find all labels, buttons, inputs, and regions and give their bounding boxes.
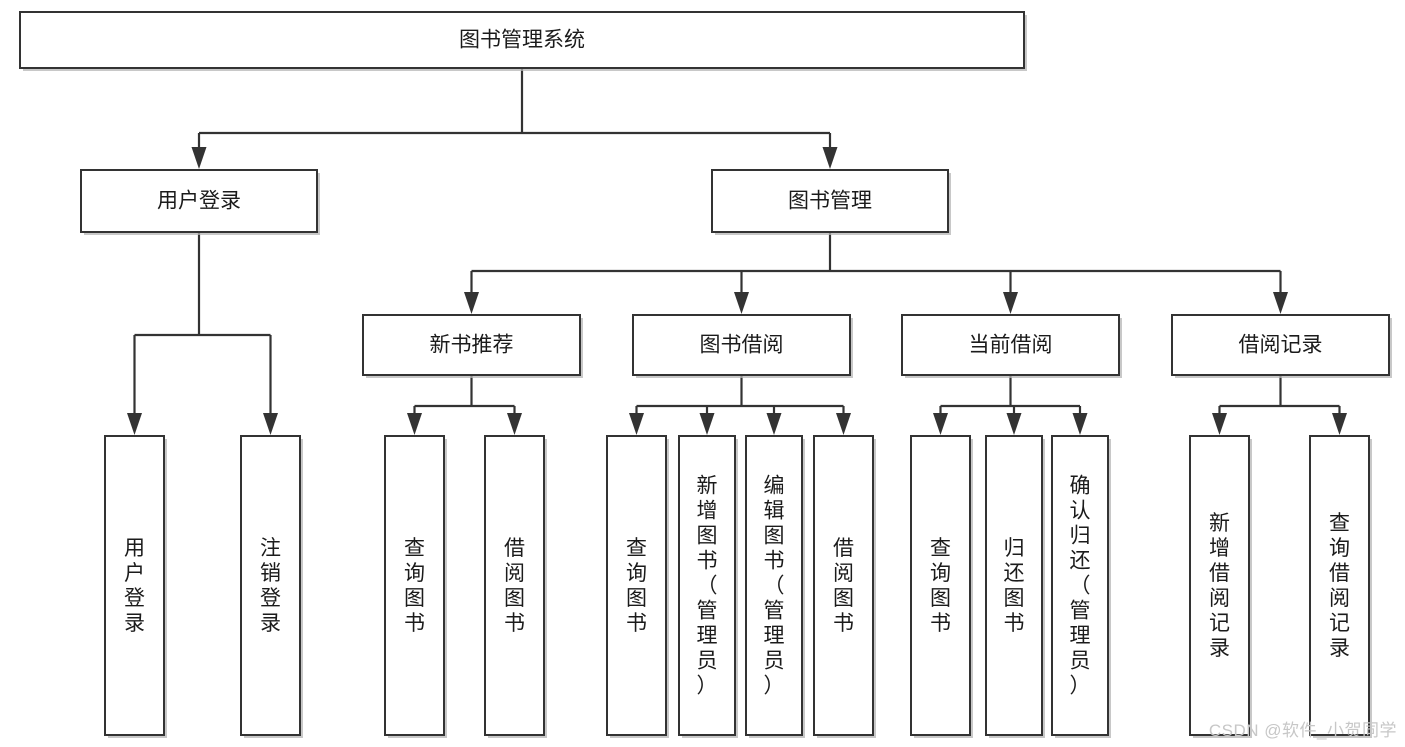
node-leaf-4[interactable]: 借阅图书 <box>484 435 547 738</box>
node-box <box>104 435 165 736</box>
arrow-head <box>507 413 522 435</box>
node-box <box>240 435 301 736</box>
node-newbook[interactable]: 新书推荐 <box>362 314 583 378</box>
node-login[interactable]: 用户登录 <box>80 169 320 235</box>
node-label: 图书管理 <box>788 190 872 213</box>
node-box <box>1171 314 1390 376</box>
arrow-head <box>127 413 142 435</box>
node-label: 借阅图书 <box>504 537 525 635</box>
node-leaf-3[interactable]: 查询图书 <box>384 435 447 738</box>
node-label: 图书管理系统 <box>459 29 585 52</box>
node-label: 当前借阅 <box>969 334 1053 357</box>
arrow-head <box>699 413 715 435</box>
node-box <box>901 314 1120 376</box>
node-root[interactable]: 图书管理系统 <box>19 11 1027 71</box>
node-box <box>711 169 949 233</box>
node-label: 借阅记录 <box>1239 334 1323 357</box>
node-box <box>484 435 545 736</box>
node-current[interactable]: 当前借阅 <box>901 314 1122 378</box>
node-box <box>80 169 318 233</box>
node-label: 编辑图书（管理员） <box>764 475 785 698</box>
node-label: 查询图书 <box>404 537 425 635</box>
node-label: 新增借阅记录 <box>1209 512 1230 660</box>
node-box <box>1051 435 1109 736</box>
arrow-head <box>407 413 422 435</box>
node-label: 新增图书（管理员） <box>697 475 718 698</box>
node-label: 用户登录 <box>157 190 241 213</box>
node-box <box>813 435 874 736</box>
node-leaf-1[interactable]: 用户登录 <box>104 435 167 738</box>
csdn-watermark: CSDN @软件_小贺同学 <box>1208 721 1397 740</box>
node-label: 查询图书 <box>626 537 647 635</box>
node-leaf-10[interactable]: 归还图书 <box>985 435 1045 738</box>
node-record[interactable]: 借阅记录 <box>1171 314 1392 378</box>
node-leaf-7[interactable]: 编辑图书（管理员） <box>745 435 805 738</box>
node-leaf-5[interactable]: 查询图书 <box>606 435 669 738</box>
node-box <box>19 11 1025 69</box>
node-bookmgmt[interactable]: 图书管理 <box>711 169 951 235</box>
arrow-head <box>1273 292 1288 314</box>
arrow-head <box>1072 413 1088 435</box>
arrow-head <box>629 413 644 435</box>
arrow-head <box>464 292 479 314</box>
node-box <box>632 314 851 376</box>
node-box <box>1189 435 1250 736</box>
arrow-head <box>1006 413 1022 435</box>
node-leaf-13[interactable]: 查询借阅记录 <box>1309 435 1372 738</box>
arrow-head <box>734 292 749 314</box>
node-label: 借阅图书 <box>833 537 854 635</box>
node-box <box>678 435 736 736</box>
arrow-head <box>1332 413 1347 435</box>
arrow-head <box>822 147 838 169</box>
node-label: 注销登录 <box>260 537 281 635</box>
node-box <box>985 435 1043 736</box>
node-box <box>910 435 971 736</box>
node-leaf-8[interactable]: 借阅图书 <box>813 435 876 738</box>
connector-layer <box>127 68 1347 435</box>
node-box <box>1309 435 1370 736</box>
arrow-head <box>1212 413 1227 435</box>
node-label: 归还图书 <box>1004 537 1025 635</box>
arrow-head <box>766 413 782 435</box>
node-box <box>745 435 803 736</box>
node-leaf-9[interactable]: 查询图书 <box>910 435 973 738</box>
node-leaf-2[interactable]: 注销登录 <box>240 435 303 738</box>
arrow-head <box>836 413 851 435</box>
node-leaf-12[interactable]: 新增借阅记录 <box>1189 435 1252 738</box>
node-label: 图书借阅 <box>700 334 784 357</box>
arrow-head <box>191 147 207 169</box>
node-label: 查询图书 <box>930 537 951 635</box>
node-leaf-6[interactable]: 新增图书（管理员） <box>678 435 738 738</box>
node-box <box>362 314 581 376</box>
node-leaf-11[interactable]: 确认归还（管理员） <box>1051 435 1111 738</box>
node-label: 查询借阅记录 <box>1329 512 1350 660</box>
node-borrow[interactable]: 图书借阅 <box>632 314 853 378</box>
arrow-head <box>1003 292 1018 314</box>
node-label: 新书推荐 <box>430 334 514 357</box>
node-box <box>384 435 445 736</box>
node-box <box>606 435 667 736</box>
node-label: 确认归还（管理员） <box>1070 475 1091 698</box>
node-layer: 图书管理系统用户登录图书管理新书推荐图书借阅当前借阅借阅记录用户登录注销登录查询… <box>19 11 1392 738</box>
arrow-head <box>933 413 948 435</box>
arrow-head <box>263 413 278 435</box>
node-label: 用户登录 <box>124 537 145 635</box>
